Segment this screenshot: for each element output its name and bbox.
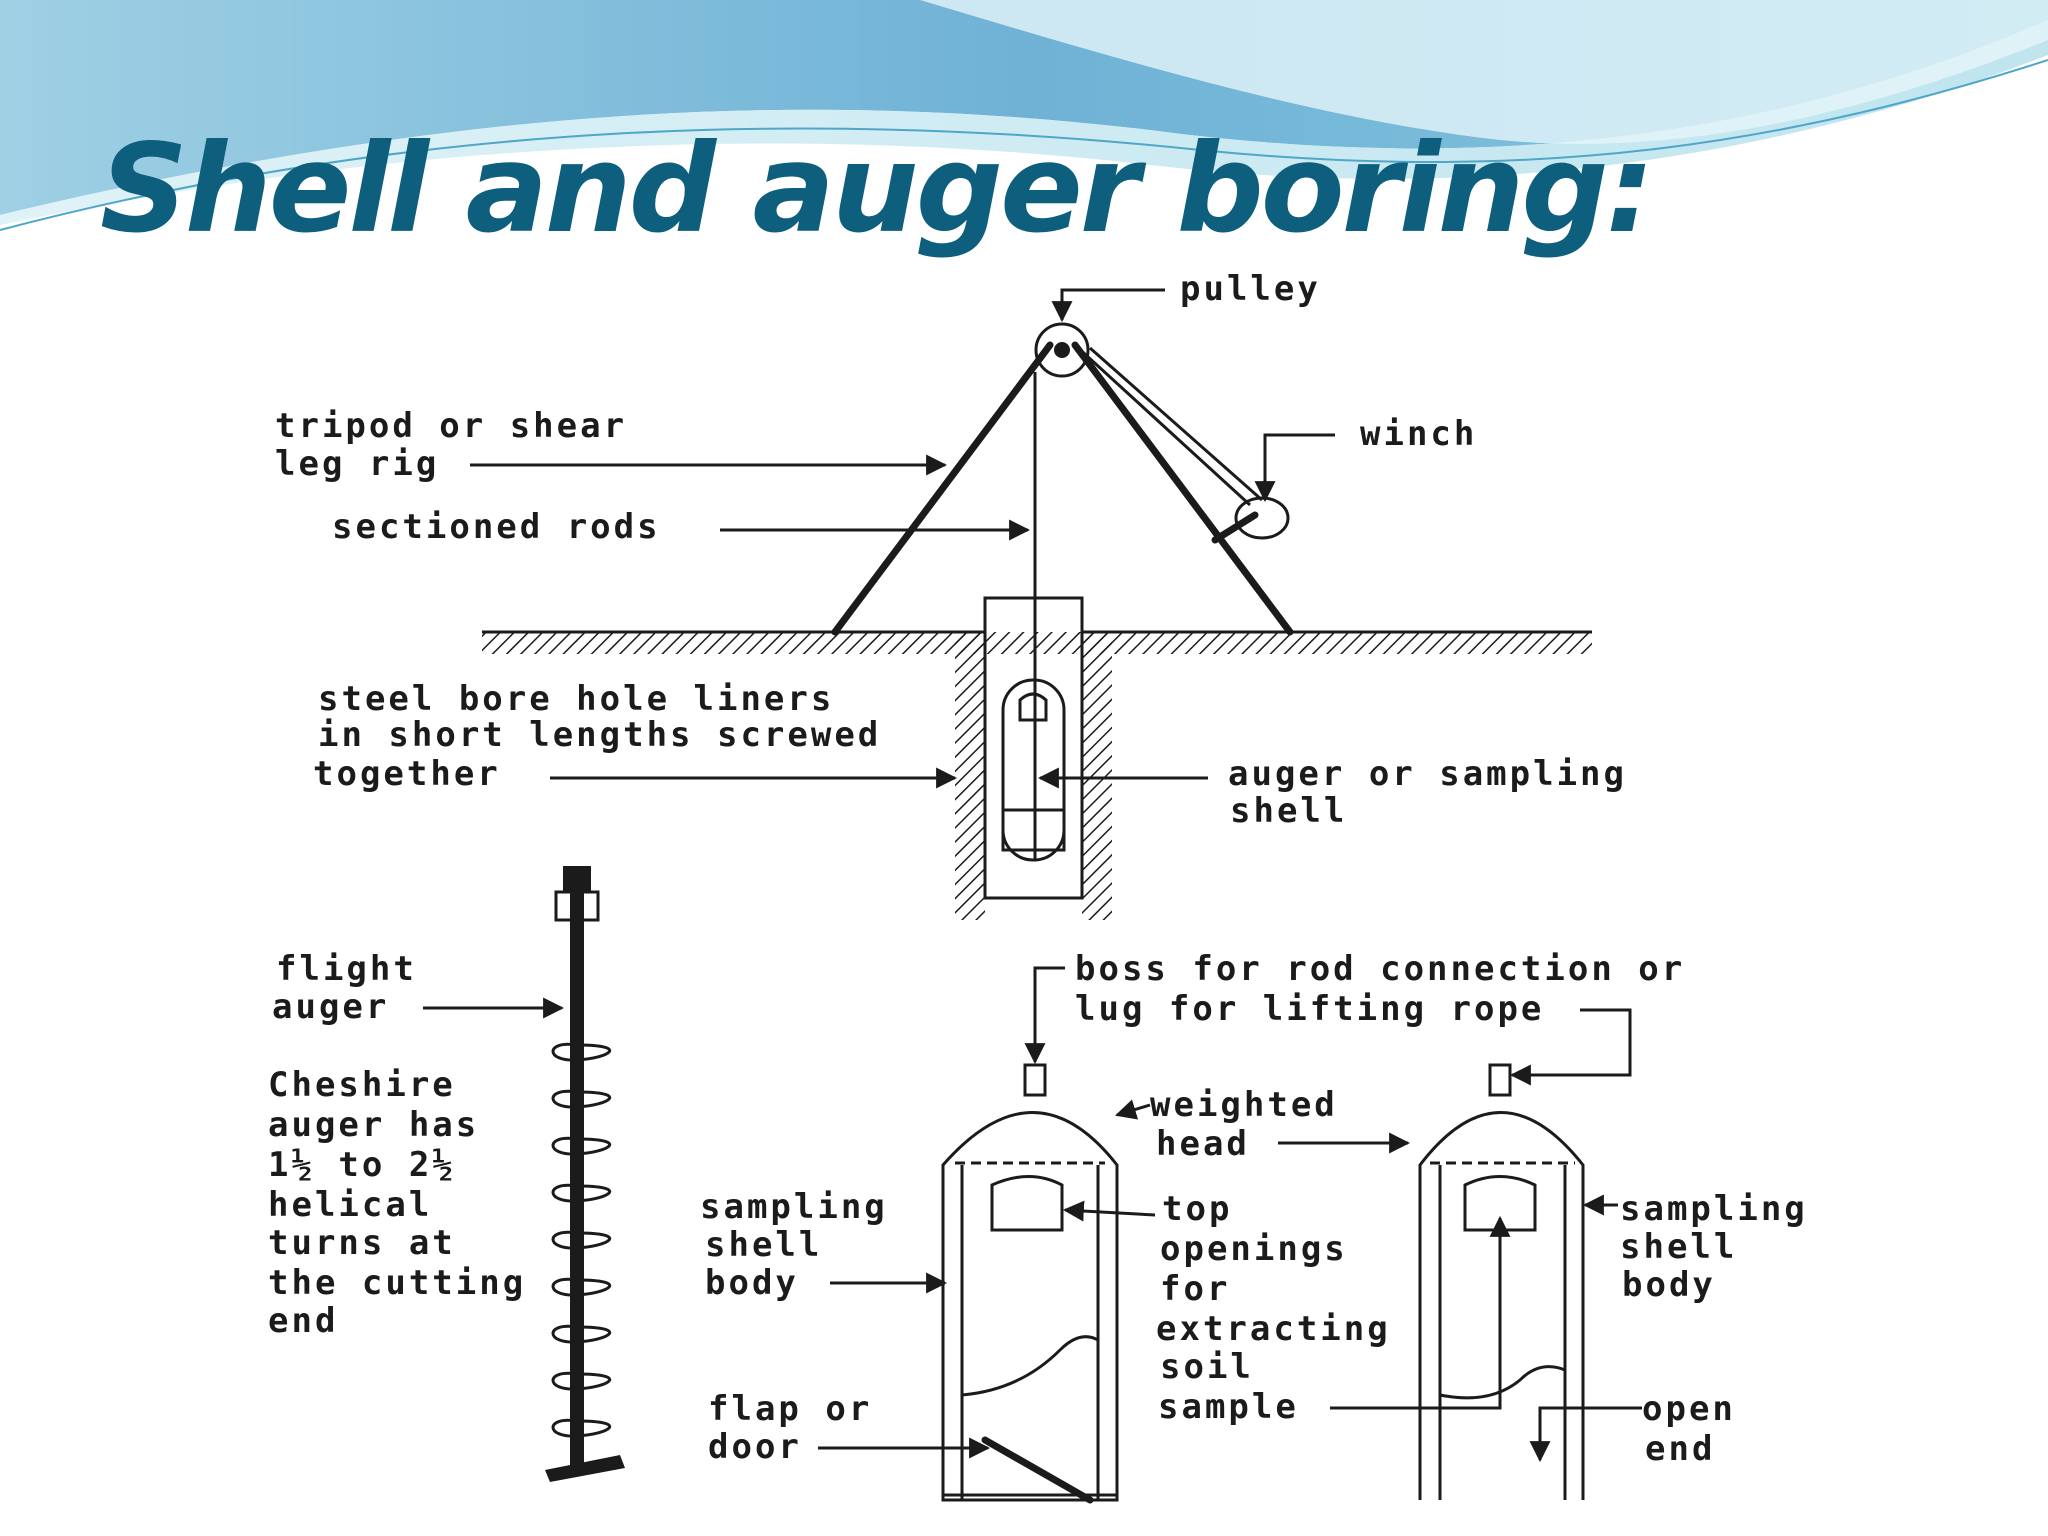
label-cheshire-1: Cheshire xyxy=(268,1065,456,1105)
label-top-1: top xyxy=(1162,1189,1232,1229)
label-liners-3: together xyxy=(313,754,501,794)
label-cheshire-6: the cutting xyxy=(268,1263,526,1303)
label-cheshire-5: turns at xyxy=(268,1223,456,1263)
label-cheshire-4: helical xyxy=(268,1185,432,1225)
label-cheshire-2: auger has xyxy=(268,1105,479,1145)
label-boss-1: boss for rod connection or xyxy=(1075,949,1685,989)
label-cheshire-3: 1½ to 2½ xyxy=(268,1145,456,1185)
ground-surface xyxy=(482,630,1592,654)
label-flap-1: flap or xyxy=(708,1389,872,1429)
label-open-2: end xyxy=(1645,1429,1715,1469)
flight-auger xyxy=(545,866,625,1482)
label-weighted-2: head xyxy=(1156,1124,1250,1164)
label-liners-1: steel bore hole liners xyxy=(318,679,834,719)
label-sampling-right-3: body xyxy=(1622,1265,1716,1305)
sampling-shell-flap xyxy=(941,1063,1119,1504)
label-cheshire-7: end xyxy=(268,1301,338,1341)
label-flight-2: auger xyxy=(272,987,389,1027)
pulley-wheel xyxy=(1034,322,1090,378)
label-boss-2: lug for lifting rope xyxy=(1075,989,1544,1029)
label-top-3: for xyxy=(1160,1269,1230,1309)
label-top-4: extracting xyxy=(1156,1309,1391,1349)
label-top-2: openings xyxy=(1160,1229,1348,1269)
label-sampling-left-1: sampling xyxy=(700,1187,888,1227)
label-sampling-right-2: shell xyxy=(1620,1227,1737,1267)
label-flap-2: door xyxy=(708,1427,802,1467)
label-top-6: sample xyxy=(1158,1387,1299,1427)
label-pulley: pulley xyxy=(1180,269,1321,309)
bore-hole xyxy=(955,596,1112,920)
label-open-1: open xyxy=(1642,1389,1736,1429)
tripod-rig xyxy=(831,341,1294,636)
winch-drum xyxy=(1211,496,1290,544)
label-flight-1: flight xyxy=(276,949,417,989)
label-sampling-right-1: sampling xyxy=(1620,1189,1808,1229)
label-rods: sectioned rods xyxy=(332,507,661,547)
label-sampling-left-2: shell xyxy=(705,1225,822,1265)
label-tripod-1: tripod or shear xyxy=(275,406,627,446)
header-wave-decoration xyxy=(0,0,2048,231)
label-weighted-1: weighted xyxy=(1150,1085,1338,1125)
label-auger-shell-2: shell xyxy=(1230,791,1347,831)
label-top-5: soil xyxy=(1160,1347,1254,1387)
label-auger-shell-1: auger or sampling xyxy=(1228,754,1627,794)
label-tripod-2: leg rig xyxy=(275,444,439,484)
label-liners-2: in short lengths screwed xyxy=(318,715,881,755)
label-winch: winch xyxy=(1360,414,1477,454)
slide-title: Shell and auger boring: xyxy=(100,118,1655,260)
label-sampling-left-3: body xyxy=(705,1263,799,1303)
leader-lines xyxy=(423,288,1642,1463)
